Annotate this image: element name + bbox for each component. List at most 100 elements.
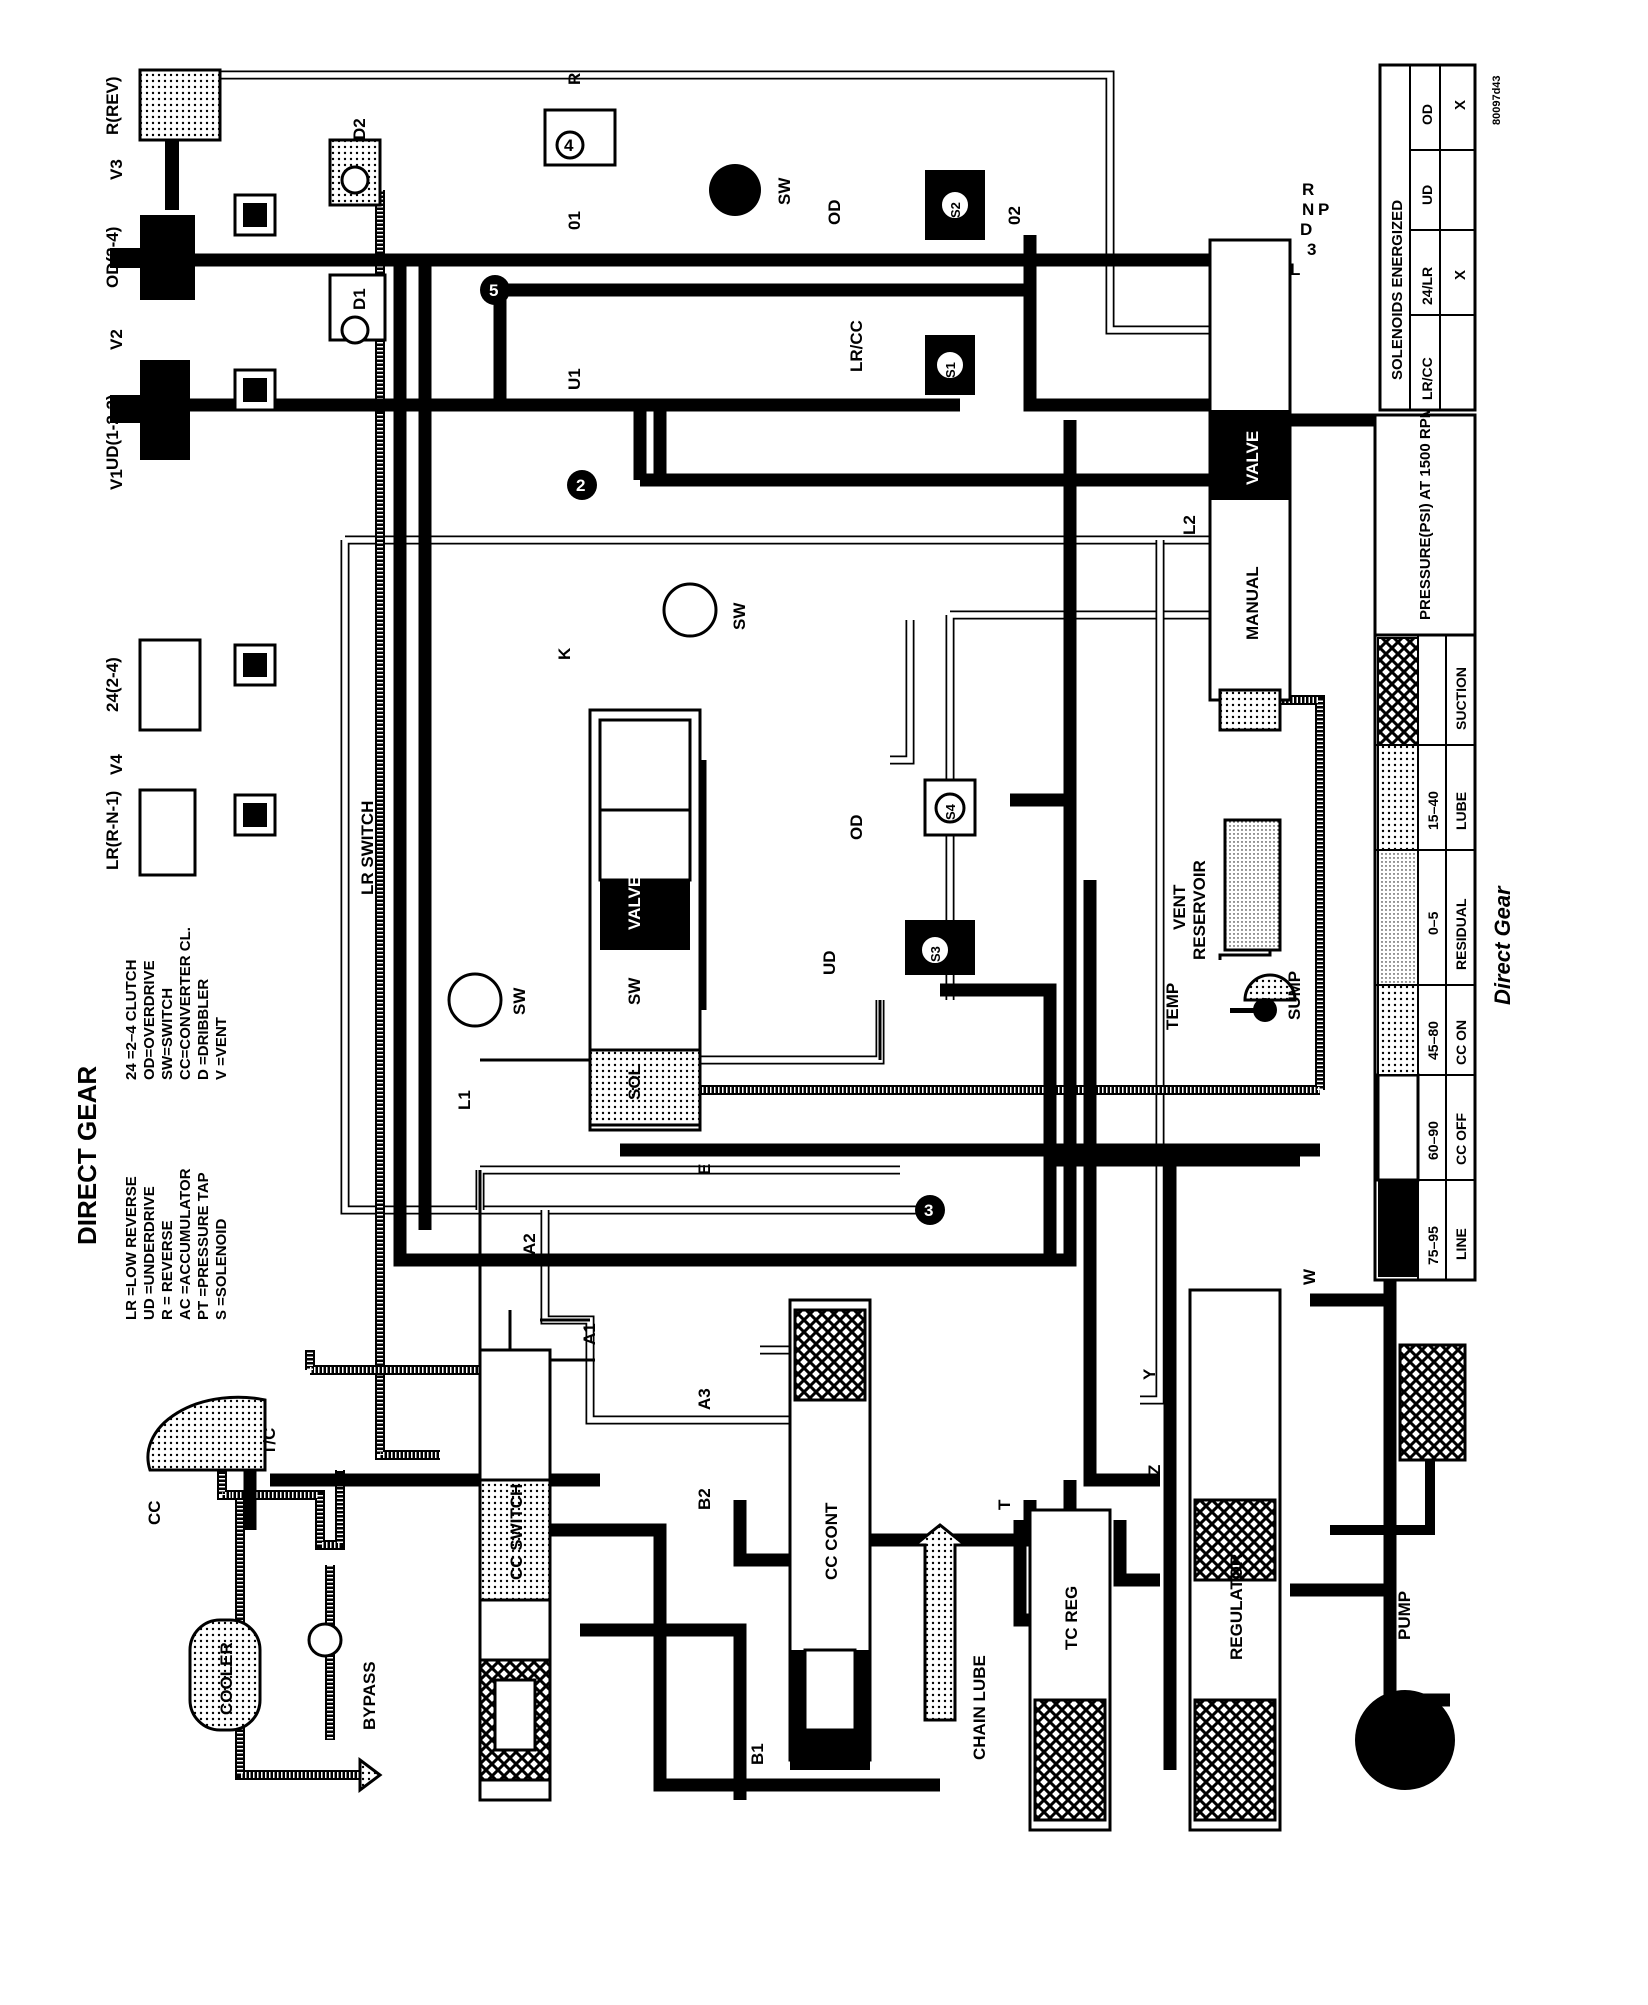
- ball-2-label: 2: [576, 476, 585, 495]
- legend-def: V =VENT: [213, 1017, 230, 1080]
- solenoid-24lr-label: OD: [847, 815, 866, 841]
- legend-def: OD=OVERDRIVE: [141, 960, 158, 1080]
- solenoid-s2-label: S2: [948, 202, 963, 218]
- cc-control-label: CC CONT: [822, 1502, 841, 1580]
- manual-valve-label: MANUAL: [1243, 566, 1262, 640]
- gear-positions: L 3 D N R P: [1290, 180, 1329, 279]
- col-ud: UD: [1419, 185, 1435, 205]
- diagram-caption: Direct Gear: [1490, 885, 1515, 1005]
- sol-label: SOL: [625, 1065, 644, 1100]
- legend-def: UD =UNDERDRIVE: [141, 1186, 158, 1320]
- switch-label: SW: [775, 177, 794, 205]
- clutch-2-4-element: 24(2-4): [103, 638, 202, 732]
- reverse-clutch-element: R(REV): [103, 68, 222, 210]
- pressure-table-header: PRESSURE(PSI) AT 1500 RPM: [1417, 406, 1434, 620]
- col-24lr: 24/LR: [1419, 267, 1435, 305]
- name-cc-off: CC OFF: [1453, 1112, 1469, 1165]
- solenoid-ud-label: LR/CC: [847, 320, 866, 372]
- legend-def: 24 =2–4 CLUTCH: [123, 960, 140, 1080]
- figure-id: 80097d43: [1491, 75, 1503, 125]
- legend-def: D =DRIBBLER: [195, 979, 212, 1080]
- passage-u1: U1: [565, 368, 584, 390]
- name-cc-on: CC ON: [1453, 1020, 1469, 1065]
- switch-label: SW: [510, 987, 529, 1015]
- passage-01: 01: [565, 211, 584, 230]
- passage-02: 02: [1005, 206, 1024, 225]
- solenoid-s3-label: S3: [928, 946, 943, 962]
- temp-label: TEMP: [1163, 983, 1182, 1030]
- legend-def: PT =PRESSURE TAP: [195, 1172, 212, 1320]
- ball-4-label: 4: [564, 136, 574, 155]
- gear-n: N: [1302, 200, 1314, 219]
- passage-labels: U1 01 02 K L1 L2 E A1 A2 A3 B1 B2 T W Y …: [455, 73, 1319, 1765]
- name-suction: SUCTION: [1453, 667, 1469, 730]
- reservoir-sump: VENT RESERVOIR TEMP SUMP: [1163, 818, 1304, 1030]
- vent-v2-label: V2: [107, 329, 126, 350]
- tc-label: T/C: [260, 1428, 279, 1455]
- pump-filter: PUMP FILTER: [1330, 1343, 1467, 1790]
- pump-label: PUMP: [1395, 1591, 1414, 1640]
- tc-reg-label: TC REG: [1062, 1586, 1081, 1650]
- chain-lube: CHAIN LUBE: [910, 1523, 989, 1760]
- ball-5-label: 5: [489, 281, 498, 300]
- solenoid-s4-label: S4: [943, 803, 958, 820]
- col-od: OD: [1419, 104, 1435, 125]
- dribbler-d2-label: D2: [350, 118, 369, 140]
- legend-def: SW=SWITCH: [159, 988, 176, 1080]
- sw-label: SW: [625, 977, 644, 1005]
- pressure-switches: SW SW SW: [447, 164, 794, 1028]
- pressure-table: PRESSURE(PSI) AT 1500 RPM 75–95 60–90 45…: [1373, 406, 1477, 1282]
- cooler-label: COOLER: [217, 1642, 236, 1715]
- torque-converter: T/C CC: [145, 1395, 279, 1525]
- bypass-label: BYPASS: [360, 1661, 379, 1730]
- abbreviation-legend: LR =LOW REVERSE UD =UNDERDRIVE R = REVER…: [123, 927, 230, 1320]
- valve-label: VALVE: [1243, 431, 1262, 485]
- solenoids-table-header: SOLENOIDS ENERGIZED: [1389, 200, 1406, 380]
- od-element-label: OD(3-4): [103, 227, 122, 288]
- legend-def: LR =LOW REVERSE: [123, 1176, 140, 1320]
- col-lrcc: LR/CC: [1419, 357, 1435, 400]
- name-line: LINE: [1453, 1228, 1469, 1260]
- valve-label: VALVE: [625, 876, 644, 930]
- od-clutch-element: OD(3-4) V3: [103, 159, 195, 300]
- cc-control-valve: CC CONT: [788, 1298, 872, 1770]
- passage-l1: L1: [455, 1090, 474, 1110]
- clutch-2-4-label: 24(2-4): [103, 657, 122, 712]
- passage-a2: A2: [520, 1233, 539, 1255]
- passage-w: W: [1300, 1268, 1319, 1285]
- passage-e: E: [695, 1164, 714, 1175]
- passage-t: T: [995, 1499, 1014, 1510]
- passage-b2: B2: [695, 1488, 714, 1510]
- solenoids-energized-table: SOLENOIDS ENERGIZED LR/CC 24/LR UD OD X …: [1378, 63, 1503, 412]
- legend-def: R = REVERSE: [159, 1220, 176, 1320]
- gear-3: 3: [1307, 240, 1316, 259]
- vent-v3-label: V3: [107, 159, 126, 180]
- gear-l: L: [1290, 260, 1300, 279]
- lr-switch-label: LR SWITCH: [358, 801, 377, 895]
- name-residual: RESIDUAL: [1453, 898, 1469, 970]
- name-lube: LUBE: [1453, 792, 1469, 830]
- passage-a3: A3: [695, 1388, 714, 1410]
- range-line: 75–95: [1425, 1226, 1441, 1265]
- cooler: COOLER BYPASS: [188, 1618, 383, 1793]
- legend-def: S =SOLENOID: [213, 1219, 230, 1320]
- solenoid-lrcc-label: UD: [820, 950, 839, 975]
- lr-element-label: LR(R-N-1): [103, 791, 122, 870]
- regulator-label: REGULATOR: [1227, 1554, 1246, 1660]
- lube-circuits: [217, 190, 1325, 1780]
- solenoid-s1-label: S1: [943, 362, 958, 378]
- range-residual: 0–5: [1425, 911, 1441, 935]
- switch-label: SW: [730, 602, 749, 630]
- vent-v1-label: V1: [107, 469, 126, 490]
- cc-switch-label: CC SWITCH: [507, 1484, 526, 1580]
- legend-def: AC =ACCUMULATOR: [177, 1168, 194, 1320]
- passage-l2: L2: [1180, 515, 1199, 535]
- solenoid-od-label: OD: [825, 200, 844, 226]
- cc-label: CC: [145, 1500, 164, 1525]
- page-title: DIRECT GEAR: [72, 1066, 102, 1245]
- accumulators: [233, 193, 277, 837]
- vent-v4-label: V4: [107, 754, 126, 775]
- solenoid-switch-valve: SOL SW VALVE: [588, 708, 702, 1132]
- mark-od: X: [1452, 100, 1469, 110]
